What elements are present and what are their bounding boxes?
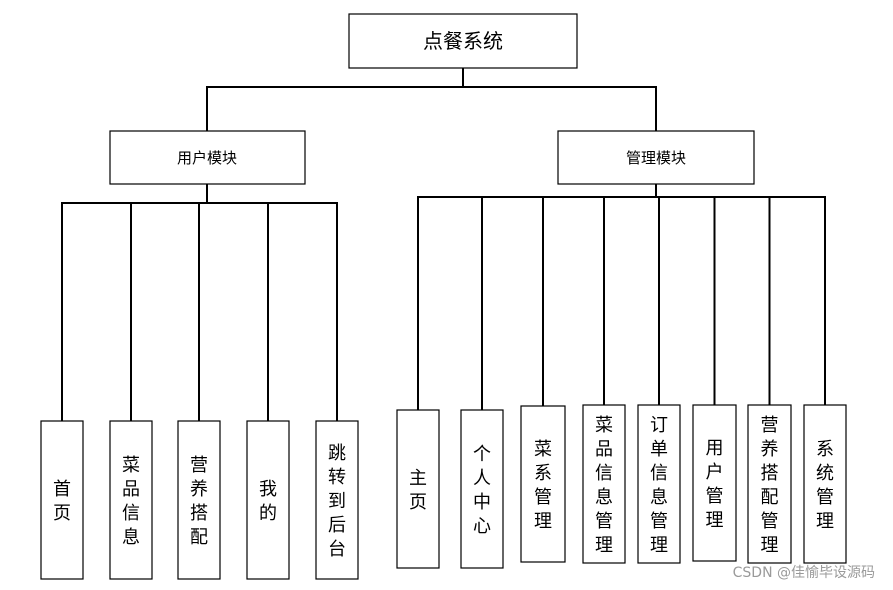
- leaf-box: [396, 409, 440, 569]
- root-node: 点餐系统: [348, 13, 578, 69]
- leaf-label: 菜系管理: [534, 439, 552, 532]
- leaf-box: [315, 420, 359, 580]
- leaf-node: 菜系管理: [520, 405, 566, 563]
- leaf-label: 跳转到后台: [328, 443, 346, 560]
- leaf-node: 首页: [40, 420, 84, 580]
- leaf-label: 菜品信息管理: [595, 415, 613, 556]
- leaf-node: 用户管理: [692, 404, 737, 562]
- leaf-box: [747, 404, 792, 564]
- module-node-user: 用户模块: [109, 130, 306, 185]
- leaf-label: 订单信息管理: [650, 415, 668, 556]
- leaf-box: [582, 404, 626, 564]
- connector-lines: [61, 68, 826, 421]
- leaf-node: 订单信息管理: [637, 404, 681, 564]
- leaf-label: 用户管理: [706, 438, 724, 531]
- module-node-admin: 管理模块: [557, 130, 755, 185]
- leaf-box: [460, 409, 504, 569]
- leaf-box: [177, 420, 221, 580]
- leaf-box: [692, 404, 737, 562]
- module-label-admin: 管理模块: [626, 149, 686, 167]
- leaf-node: 主页: [396, 409, 440, 569]
- leaf-node: 菜品信息管理: [582, 404, 626, 564]
- leaf-label: 首页: [53, 479, 71, 524]
- watermark-text: CSDN @佳愉毕设源码: [732, 565, 875, 581]
- leaf-box: [109, 420, 153, 580]
- leaf-box: [246, 420, 290, 580]
- leaf-nodes: 首页 菜品信息 营养搭配 我的 跳转到后台 主页 个人中心 菜系管理 菜品信息管理 订单信息管理 用…: [40, 404, 847, 580]
- leaf-label: 我的: [259, 479, 277, 524]
- leaf-label: 菜品信息: [122, 455, 140, 548]
- leaf-box: [40, 420, 84, 580]
- leaf-label: 营养搭配管理: [761, 415, 779, 556]
- leaf-node: 菜品信息: [109, 420, 153, 580]
- leaf-box: [637, 404, 681, 564]
- leaf-label: 系统管理: [816, 439, 834, 532]
- leaf-label: 个人中心: [473, 444, 491, 537]
- leaf-node: 个人中心: [460, 409, 504, 569]
- module-label-user: 用户模块: [177, 149, 237, 167]
- leaf-box: [520, 405, 566, 563]
- leaf-node: 营养搭配: [177, 420, 221, 580]
- root-label: 点餐系统: [423, 29, 503, 53]
- leaf-label: 营养搭配: [190, 455, 208, 548]
- leaf-box: [803, 404, 847, 564]
- leaf-label: 主页: [409, 468, 427, 513]
- leaf-node: 跳转到后台: [315, 420, 359, 580]
- leaf-node: 营养搭配管理: [747, 404, 792, 564]
- leaf-node: 系统管理: [803, 404, 847, 564]
- leaf-node: 我的: [246, 420, 290, 580]
